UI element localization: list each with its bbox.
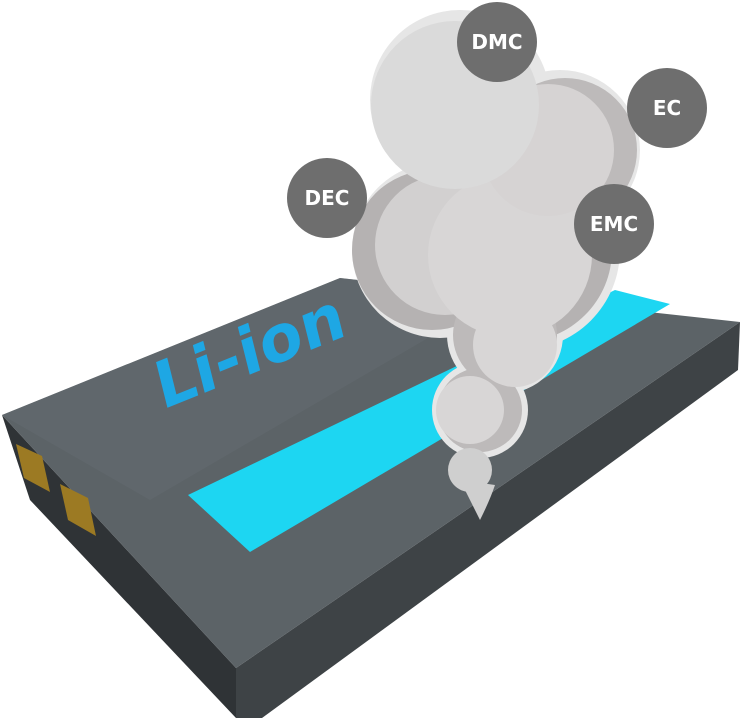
gas-label-dmc: DMC — [471, 30, 522, 54]
battery-terminal-2 — [60, 484, 96, 536]
gas-bubble-dmc: DMC — [457, 2, 537, 82]
battery-terminal-1 — [16, 444, 50, 492]
gas-bubble-emc: EMC — [574, 184, 654, 264]
smoke-cloud — [352, 10, 640, 520]
gas-bubble-dec: DEC — [287, 158, 367, 238]
gas-label-dec: DEC — [305, 186, 350, 210]
battery-front-face — [236, 322, 740, 718]
gas-bubble-ec: EC — [627, 68, 707, 148]
battery: Li-ion — [2, 277, 740, 718]
battery-top-sheen — [2, 278, 500, 500]
battery-left-face — [2, 415, 236, 718]
gas-label-ec: EC — [653, 96, 681, 120]
gas-label-emc: EMC — [590, 212, 638, 236]
gas-labels: DMC EC DEC EMC — [287, 2, 707, 264]
